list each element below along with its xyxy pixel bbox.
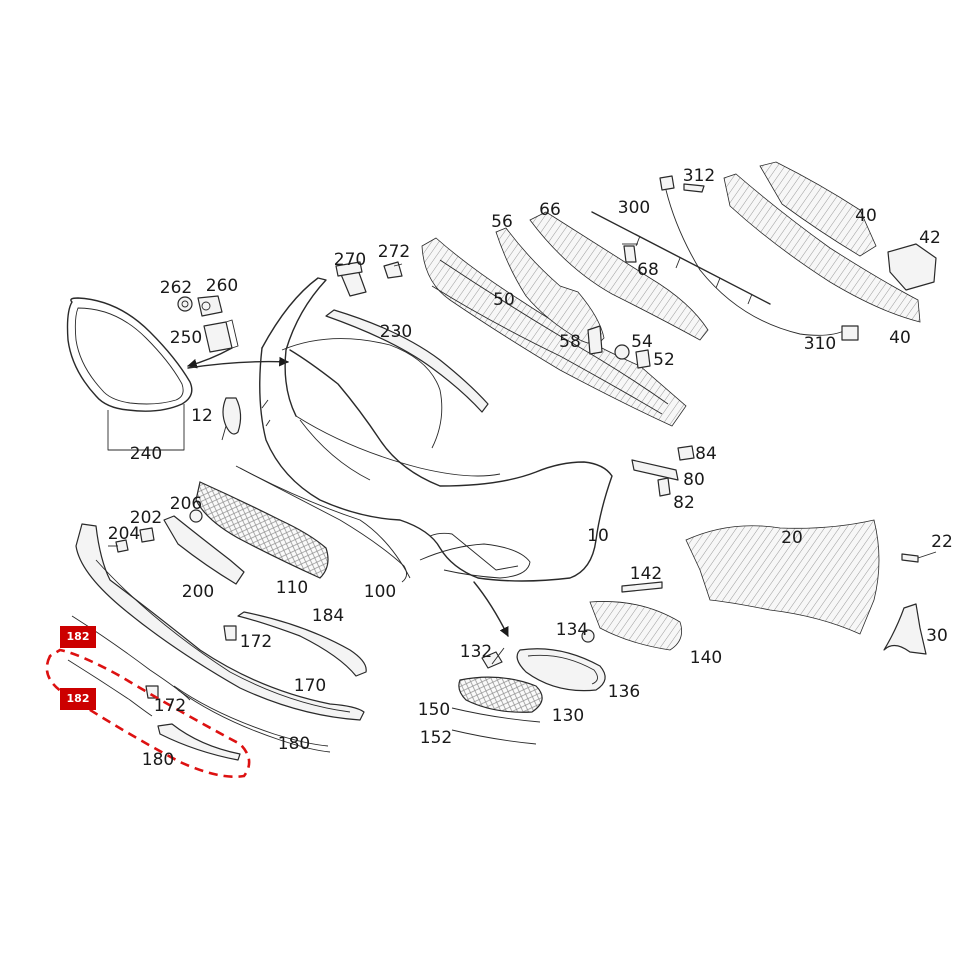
callout-58: 58 (559, 332, 581, 352)
leader-arrow-250 (187, 347, 233, 369)
callout-82: 82 (673, 493, 695, 513)
callout-132: 132 (460, 642, 492, 662)
part-tag-bg (60, 626, 96, 648)
rail-300-part (591, 211, 771, 305)
callout-84: 84 (695, 444, 717, 464)
callout-270: 270 (334, 250, 366, 270)
callout-12: 12 (191, 406, 213, 426)
clip-206-part (108, 509, 203, 553)
callout-20: 20 (781, 528, 803, 548)
callout-202: 202 (130, 508, 162, 528)
part-tag-label: 182 (67, 692, 90, 705)
callout-150: 150 (418, 700, 450, 720)
lower-trim-part (235, 465, 407, 583)
callout-310: 310 (804, 334, 836, 354)
callout-152: 152 (420, 728, 452, 748)
license-bracket-part (163, 515, 245, 585)
callout-56: 56 (491, 212, 513, 232)
bracket-240-leader (107, 404, 185, 451)
callout-134: 134 (556, 620, 588, 640)
callout-272: 272 (378, 242, 410, 262)
bolt-68-part (622, 243, 638, 263)
callout-204: 204 (108, 524, 140, 544)
callout-260: 260 (206, 276, 238, 296)
grille-frame-part (66, 297, 193, 412)
leader-arrow-main (187, 356, 289, 369)
bracket-30-part (883, 603, 927, 655)
cable-312-part (659, 175, 859, 341)
strip-150-152-part (451, 707, 541, 745)
callout-240: 240 (130, 444, 162, 464)
callout-140: 140 (690, 648, 722, 668)
part-tag-182: 182 (60, 626, 96, 648)
callout-22: 22 (931, 532, 953, 552)
camera-part (335, 261, 403, 297)
callout-136: 136 (608, 682, 640, 702)
center-carrier-part (421, 237, 687, 427)
lower-grille-part (195, 481, 329, 579)
tag-layer: 182 182 (60, 626, 96, 710)
sensor-module-part (177, 295, 239, 353)
callout-40: 40 (855, 206, 877, 226)
callout-312: 312 (683, 166, 715, 186)
callout-50: 50 (493, 290, 515, 310)
callout-184: 184 (312, 606, 344, 626)
callout-262: 262 (160, 278, 192, 298)
callout-42: 42 (919, 228, 941, 248)
callout-68: 68 (637, 260, 659, 280)
screw-132-part (481, 647, 505, 669)
trim-184-part (237, 611, 367, 677)
bracket-80-part (631, 445, 695, 497)
fog-bracket-part (581, 581, 683, 651)
callout-180: 180 (278, 734, 310, 754)
upper-strip-part (325, 309, 489, 413)
bumper-cover-part (239, 277, 613, 582)
callout-80: 80 (683, 470, 705, 490)
bolt-22-part (901, 551, 937, 563)
leader-arrow-fog (473, 581, 509, 637)
callout-54: 54 (631, 332, 653, 352)
small-brackets-part (587, 325, 651, 369)
callout-172: 172 (154, 696, 186, 716)
callout-250: 250 (170, 328, 202, 348)
fog-cover-part (516, 648, 606, 692)
upper-reinforcement-part (529, 211, 709, 341)
part-tag-label: 182 (67, 630, 90, 643)
tow-cover-part (221, 397, 242, 441)
callout-230: 230 (380, 322, 412, 342)
callout-300: 300 (618, 198, 650, 218)
callout-100: 100 (364, 582, 396, 602)
callout-142: 142 (630, 564, 662, 584)
fog-grille-part (458, 676, 543, 713)
front-spoiler-part (75, 523, 365, 721)
callout-130: 130 (552, 706, 584, 726)
callout-206: 206 (170, 494, 202, 514)
callout-110: 110 (276, 578, 308, 598)
callout-170: 170 (294, 676, 326, 696)
callout-30: 30 (926, 626, 948, 646)
callout-40: 40 (889, 328, 911, 348)
callout-172: 172 (240, 632, 272, 652)
callout-180: 180 (142, 750, 174, 770)
callout-10: 10 (587, 526, 609, 546)
callout-200: 200 (182, 582, 214, 602)
side-carrier-part (685, 519, 880, 635)
trim-strip-180-part (173, 685, 331, 753)
callout-66: 66 (539, 200, 561, 220)
part-tag-182: 182 (60, 688, 96, 710)
callout-52: 52 (653, 350, 675, 370)
impact-absorber-part (723, 161, 937, 323)
callout-layer: 312 300 40 42 56 66 68 270 272 262 260 50 40 310 250 23… (108, 166, 953, 770)
part-tag-bg (60, 688, 96, 710)
